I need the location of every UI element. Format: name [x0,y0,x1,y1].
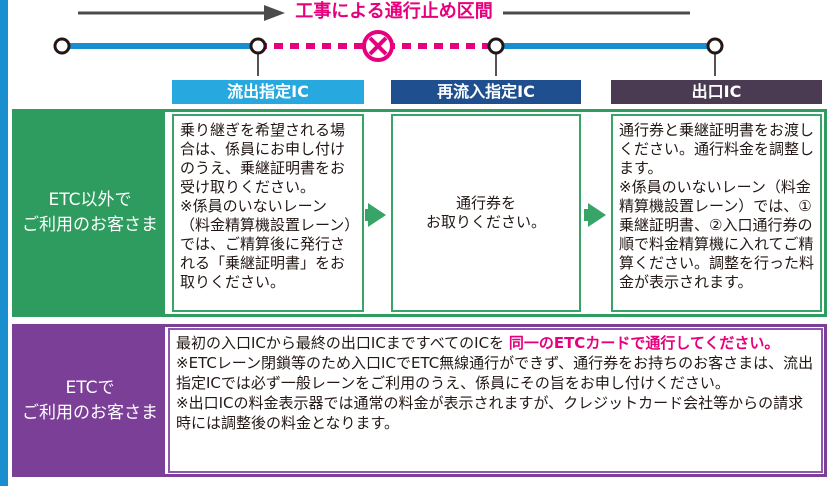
etc-highlight-text: 同一のETCカードで通行してください。 [508,334,780,352]
etc-note-2: ※出口ICの料金表示器では通常の料金が表示されますが、クレジットカード会社等から… [176,394,804,432]
non-etc-reentry-cell: 通行券を お取りください。 [391,114,581,312]
column-header-exit: 出口IC [611,80,822,104]
exit-node [706,37,724,55]
etc-instruction-text: 最初の入口ICから最終の出口ICまですべてのICを [176,334,505,352]
non-etc-exit-designated-text: 乗り継ぎを希望される場合は、係員にお申し付けのうえ、乗継証明書をお受け取りくださ… [180,121,352,291]
non-etc-exit-text: 通行券と乗継証明書をお渡しください。通行料金を調整します。 ※係員のいないレーン… [619,121,815,291]
right-arrow-icon [588,203,606,227]
non-etc-row-frame [12,109,827,317]
reentry-node [487,37,505,55]
flow-arrow-stem [584,209,590,221]
non-etc-exit-designated-cell: 乗り継ぎを希望される場合は、係員にお申し付けのうえ、乗継証明書をお受け取りくださ… [172,114,364,312]
no-entry-x-icon [362,30,394,62]
etc-instructions-cell: 最初の入口ICから最終の出口ICまですべてのICを 同一のETCカードで通行して… [168,328,823,473]
route-diagram [53,5,724,76]
column-header-exit-designated: 流出指定IC [172,80,364,104]
non-etc-row-label: ETC以外で ご利用のお客さま [15,112,165,314]
non-etc-exit-cell: 通行券と乗継証明書をお渡しください。通行料金を調整します。 ※係員のいないレーン… [611,114,822,312]
etc-row-label: ETCで ご利用のお客さま [15,327,165,474]
right-arrow-icon [368,203,386,227]
etc-main-instruction: 最初の入口ICから最終の出口ICまですべてのICを 同一のETCカードで通行して… [176,333,815,353]
exit-designated-node [249,37,267,55]
etc-note-1: ※ETCレーン閉鎖等のため入口ICでETC無線通行ができず、通行券をお持ちのお客… [176,354,814,392]
closure-arrow-head [264,5,285,21]
non-etc-reentry-text: 通行券を お取りください。 [425,194,546,231]
non-etc-label-text: ETC以外で ご利用のお客さま [22,190,158,235]
left-frame-bar [0,0,8,486]
etc-label-text: ETCで ご利用のお客さま [22,377,158,423]
closure-section-label: 工事による通行止め区間 [285,0,503,24]
etc-row-frame [12,324,827,477]
entrance-node [53,37,71,55]
column-header-reentry: 再流入指定IC [391,80,581,104]
